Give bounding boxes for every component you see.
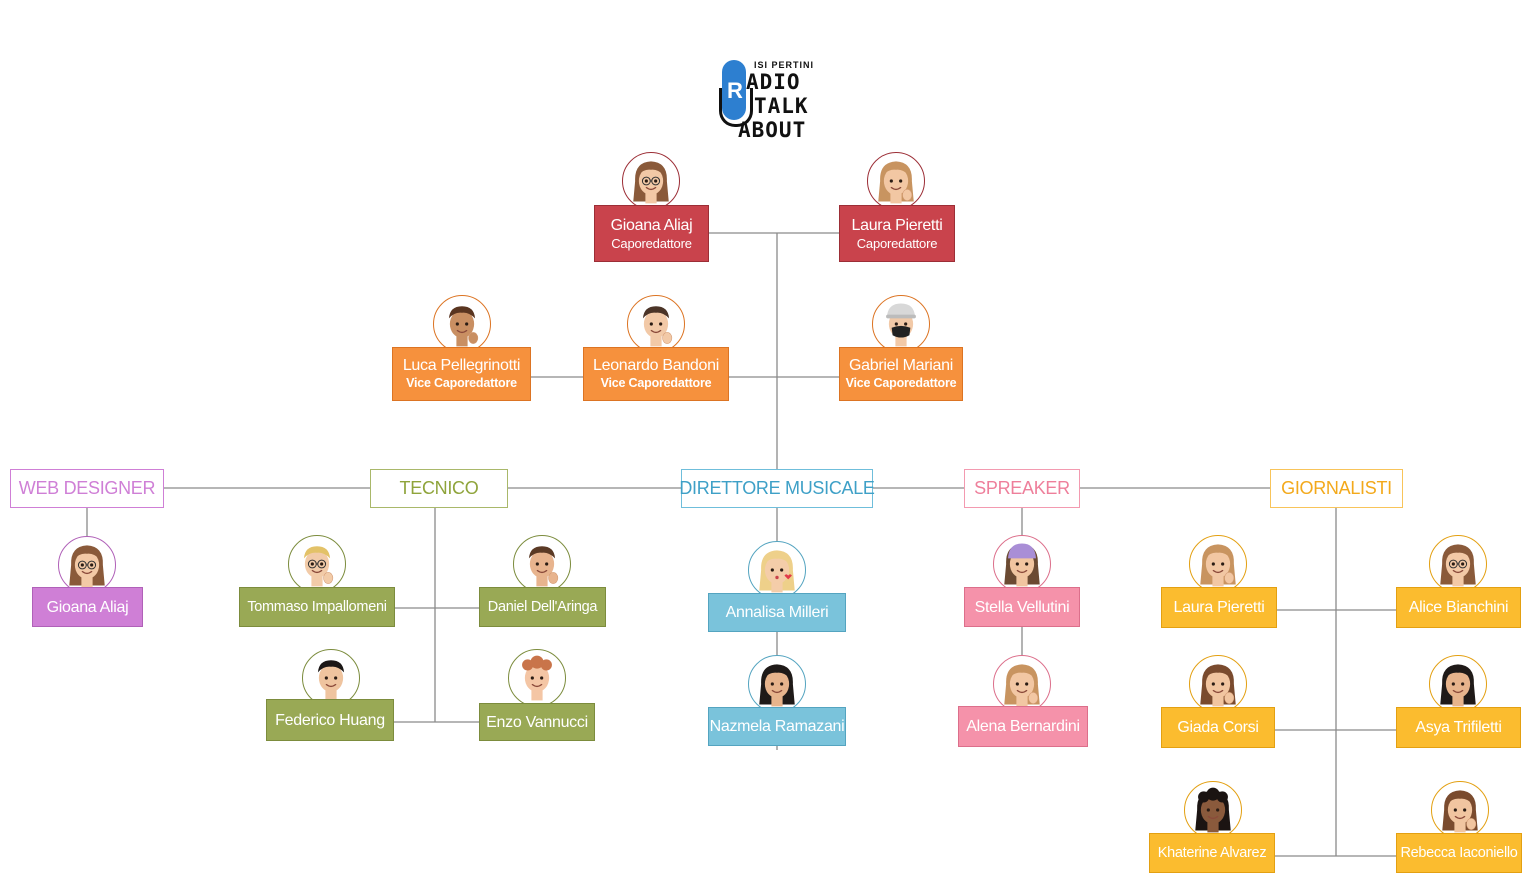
person-name: Nazmela Ramazani [709,718,845,735]
person-name: Asya Trifiletti [1415,719,1502,736]
direttore-card-nazmela: Nazmela Ramazani [708,707,846,746]
memoji-girl-peace-icon [1189,535,1247,593]
person-name: Gioana Aliaj [610,216,693,234]
person-name: Laura Pieretti [1173,599,1265,616]
memoji-girl-glasses-icon [1429,535,1487,593]
person-name: Federico Huang [275,711,385,729]
category-direttore-musicale: DIRETTORE MUSICALE [679,469,875,508]
person-name: Gabriel Mariani [849,357,953,374]
web-designer-card-gioana: Gioana Aliaj [32,587,143,627]
memoji-boy-curly-thumbsup-icon [288,535,346,593]
giornalisti-card-khaterine: Khaterine Alvarez [1149,833,1275,873]
person-name: Alena Bernardini [966,718,1080,735]
person-name: Tommaso Impallomeni [247,598,387,615]
vice-card-leonardo: Leonardo Bandoni Vice Caporedattore [583,347,729,401]
memoji-boy-thumbsup-icon [433,295,491,353]
person-name: Giada Corsi [1177,719,1259,736]
spreaker-card-alena: Alena Bernardini [958,706,1088,747]
logo-word-radio: ADIO [746,70,801,94]
person-role: Vice Caporedattore [600,376,712,390]
person-name: Luca Pellegrinotti [402,357,521,374]
spreaker-card-stella: Stella Vellutini [964,587,1080,627]
memoji-girl-glasses-icon [622,152,680,210]
memoji-boy-peace-icon [513,535,571,593]
memoji-girl-curly-icon [1184,781,1242,839]
giornalisti-card-asya: Asya Trifiletti [1396,707,1521,748]
person-role: Vice Caporedattore [845,376,957,390]
microphone-icon [722,60,746,120]
person-name: Daniel Dell'Aringa [487,598,598,615]
memoji-boy-wink-icon [508,649,566,707]
tecnico-card-tommaso: Tommaso Impallomeni [239,587,395,627]
logo-school-name: ISI PERTINI [754,60,815,70]
person-name: Khaterine Alvarez [1157,844,1267,861]
memoji-girl-thumbsup-icon [1189,655,1247,713]
logo-word-talk: TALK [754,94,809,118]
logo-mic-letter: R [727,78,743,103]
tecnico-card-federico: Federico Huang [266,699,394,741]
memoji-boy-thinking-icon [627,295,685,353]
direttore-card-annalisa: Annalisa Milleri [708,593,846,632]
person-name: Laura Pieretti [851,216,943,234]
category-tecnico: TECNICO [370,469,508,508]
person-name: Stella Vellutini [974,598,1070,616]
vice-card-gabriel: Gabriel Mariani Vice Caporedattore [839,347,963,401]
memoji-girl-glasses-icon [58,536,116,594]
microphone-stand-icon [719,88,753,127]
person-role: Caporedattore [611,235,692,251]
category-web-designer: WEB DESIGNER [10,469,164,508]
tecnico-card-enzo: Enzo Vannucci [479,703,595,741]
memoji-girl-blonde-kiss-icon [748,541,806,599]
vice-card-luca: Luca Pellegrinotti Vice Caporedattore [392,347,531,401]
tecnico-card-daniel: Daniel Dell'Aringa [479,587,606,627]
person-role: Vice Caporedattore [406,376,517,390]
person-name: Alice Bianchini [1408,599,1509,616]
caporedattore-card-gioana: Gioana Aliaj Caporedattore [594,205,709,262]
caporedattore-card-laura: Laura Pieretti Caporedattore [839,205,955,262]
category-spreaker: SPREAKER [964,469,1080,508]
giornalisti-card-alice: Alice Bianchini [1396,587,1521,628]
memoji-girl-dark-hair-icon [748,655,806,713]
person-name: Rebecca Iaconiello [1400,844,1518,861]
category-giornalisti: GIORNALISTI [1270,469,1403,508]
memoji-girl-peace-icon [993,655,1051,713]
memoji-girl-thumbsup-icon [1431,781,1489,839]
memoji-girl-peace-icon [867,152,925,210]
person-name: Enzo Vannucci [486,713,588,731]
giornalisti-card-giada: Giada Corsi [1161,707,1275,748]
person-name: Gioana Aliaj [46,598,129,616]
radio-talk-about-logo: R ISI PERTINI ADIO TALK ABOUT [718,58,822,144]
giornalisti-card-laura: Laura Pieretti [1161,587,1277,628]
person-name: Annalisa Milleri [725,604,829,621]
giornalisti-card-rebecca: Rebecca Iaconiello [1396,833,1522,873]
memoji-girl-dark-hair-icon [1429,655,1487,713]
person-name: Leonardo Bandoni [593,357,719,374]
memoji-girl-beanie-wink-icon [993,535,1051,593]
person-role: Caporedattore [856,235,938,251]
logo-word-about: ABOUT [738,118,807,142]
memoji-boy-asian-icon [302,649,360,707]
memoji-boy-cap-mask-icon [872,295,930,353]
